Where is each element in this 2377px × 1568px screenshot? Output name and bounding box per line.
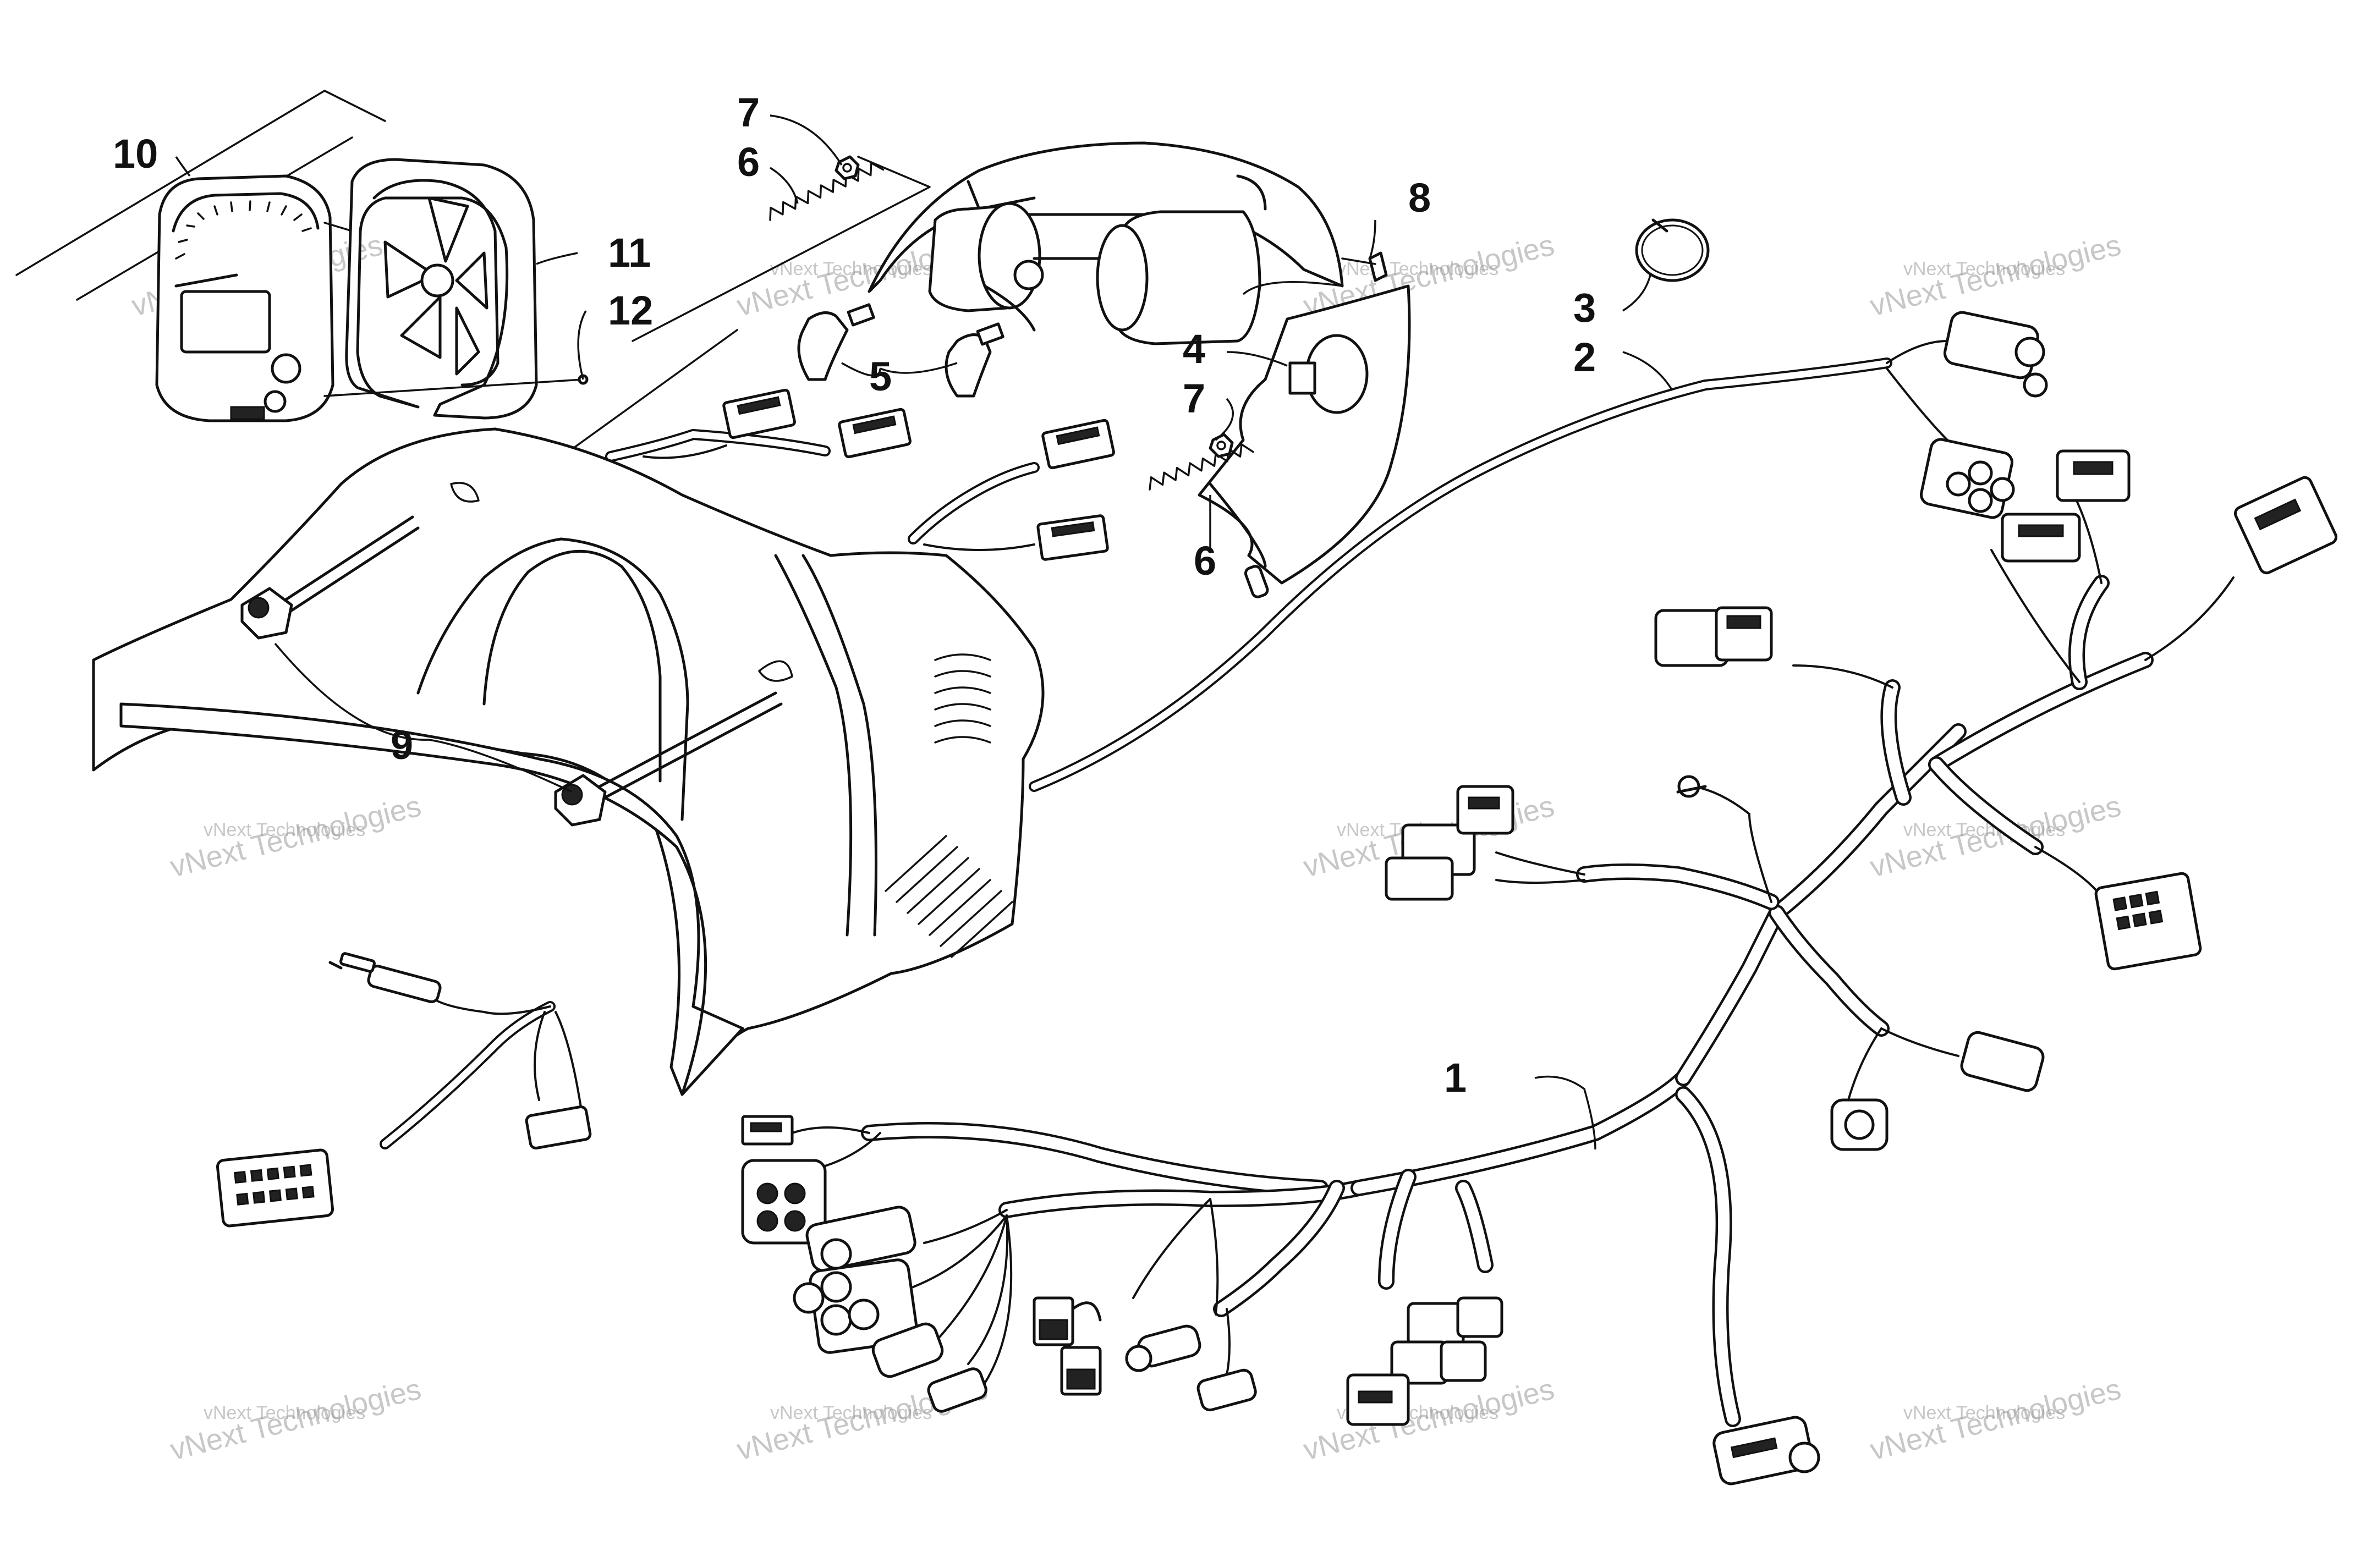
multi-pin-connector <box>216 1148 334 1228</box>
callout-10: 10 <box>113 131 158 177</box>
headlight-assembly <box>868 141 1344 345</box>
callout-6-lower: 6 <box>1194 538 1216 584</box>
callout-1: 1 <box>1444 1055 1467 1101</box>
round-4pin-connector <box>741 1159 827 1245</box>
headlight-harness <box>1029 311 2048 792</box>
callout-9: 9 <box>391 722 413 768</box>
multi-pin-connector-right <box>2094 872 2202 971</box>
gauge-housing-cover <box>345 158 538 420</box>
lamp-pigtail-lower <box>908 419 1115 561</box>
watermark: vNext Technologies vNext Technologies <box>1867 1372 2124 1466</box>
callout-8: 8 <box>1408 175 1431 221</box>
lamp-group-bracket-lower <box>568 329 738 452</box>
lamp-group-bracket <box>632 156 931 342</box>
lamp-socket-right <box>945 322 1004 398</box>
svg-text:vNext Technologies: vNext Technologies <box>1903 1402 2065 1423</box>
callout-7-lower: 7 <box>1183 376 1205 421</box>
gauge-button-small <box>263 390 287 413</box>
svg-text:vNext Technologies: vNext Technologies <box>204 1402 365 1423</box>
lower-pin <box>1244 565 1269 598</box>
callout-4: 4 <box>1183 326 1205 372</box>
hood-panel <box>92 427 1045 1096</box>
speedometer-gauge <box>155 174 353 422</box>
gauge-tick-marks <box>175 200 312 260</box>
adjuster-spring-upper <box>769 162 885 221</box>
housing-spoke-cutouts <box>383 196 488 376</box>
mounting-screw-lower <box>554 691 783 827</box>
svg-text:vNext Technologies: vNext Technologies <box>1903 258 2065 279</box>
lamp-socket-left <box>797 303 875 381</box>
svg-text:vNext Technologies: vNext Technologies <box>770 1402 932 1423</box>
hood-vent-grille <box>885 835 1013 958</box>
retaining-clip <box>1341 251 1388 282</box>
main-wiring-harness <box>861 575 2154 1427</box>
headlight-plug-upper <box>1943 311 2048 398</box>
callout-labels: 1 2 3 4 5 6 6 7 7 8 9 10 11 12 <box>113 90 1596 1101</box>
callout-11: 11 <box>608 230 651 276</box>
lamp-pigtail-upper <box>605 388 912 462</box>
gauge-needle <box>174 273 238 288</box>
svg-text:vNext Technologies: vNext Technologies <box>204 819 365 840</box>
gauge-button <box>271 353 301 384</box>
callout-3: 3 <box>1573 285 1596 331</box>
mounting-screw-upper <box>240 515 420 640</box>
watermark: vNext Technologies vNext Technologies <box>1867 228 2124 322</box>
callout-leaders <box>175 114 1673 1150</box>
harness-connectors <box>741 449 2337 1486</box>
callout-6-upper: 6 <box>737 139 760 185</box>
adjuster-nut-upper <box>835 155 860 180</box>
headlight-plug-lower <box>1920 438 2015 519</box>
box-connector-lower <box>1346 1373 1410 1426</box>
adjuster-spring-lower <box>1149 443 1254 491</box>
headlight-bulb-right <box>1013 210 1261 345</box>
watermark: vNext Technologies vNext Technologies <box>1300 1372 1557 1466</box>
svg-text:vNext Technologies: vNext Technologies <box>770 258 932 279</box>
svg-text:vNext Technologies: vNext Technologies <box>1903 819 2065 840</box>
callout-7-upper: 7 <box>737 90 760 135</box>
headlight-lens-housing <box>1198 284 1411 585</box>
box-connector-upper <box>1654 606 1773 667</box>
watermark: vNext Technologies vNext Technologies <box>167 789 424 883</box>
instrument-group-bracket <box>15 90 386 276</box>
round-4pin-connector-lower <box>793 1258 919 1354</box>
callout-2: 2 <box>1573 334 1596 380</box>
box-connector-mid <box>1385 785 1514 901</box>
dash-harness-pigtail <box>216 952 592 1228</box>
watermark-layer: vNext Technologies vNext Technologies vN… <box>128 228 2124 1466</box>
harness-clamp-ring <box>1635 218 1710 282</box>
watermark: vNext Technologies vNext Technologies <box>167 1372 424 1466</box>
adjuster-nut-lower <box>1209 433 1234 458</box>
hood-side-vent <box>934 653 991 744</box>
headlight-bulb-left <box>928 202 1124 312</box>
box-connector-pair <box>1390 1296 1503 1385</box>
gauge-lcd-display <box>180 290 271 354</box>
callout-12: 12 <box>608 288 653 333</box>
multi-pin-connector-top <box>2234 476 2337 575</box>
callout-5: 5 <box>869 354 892 399</box>
